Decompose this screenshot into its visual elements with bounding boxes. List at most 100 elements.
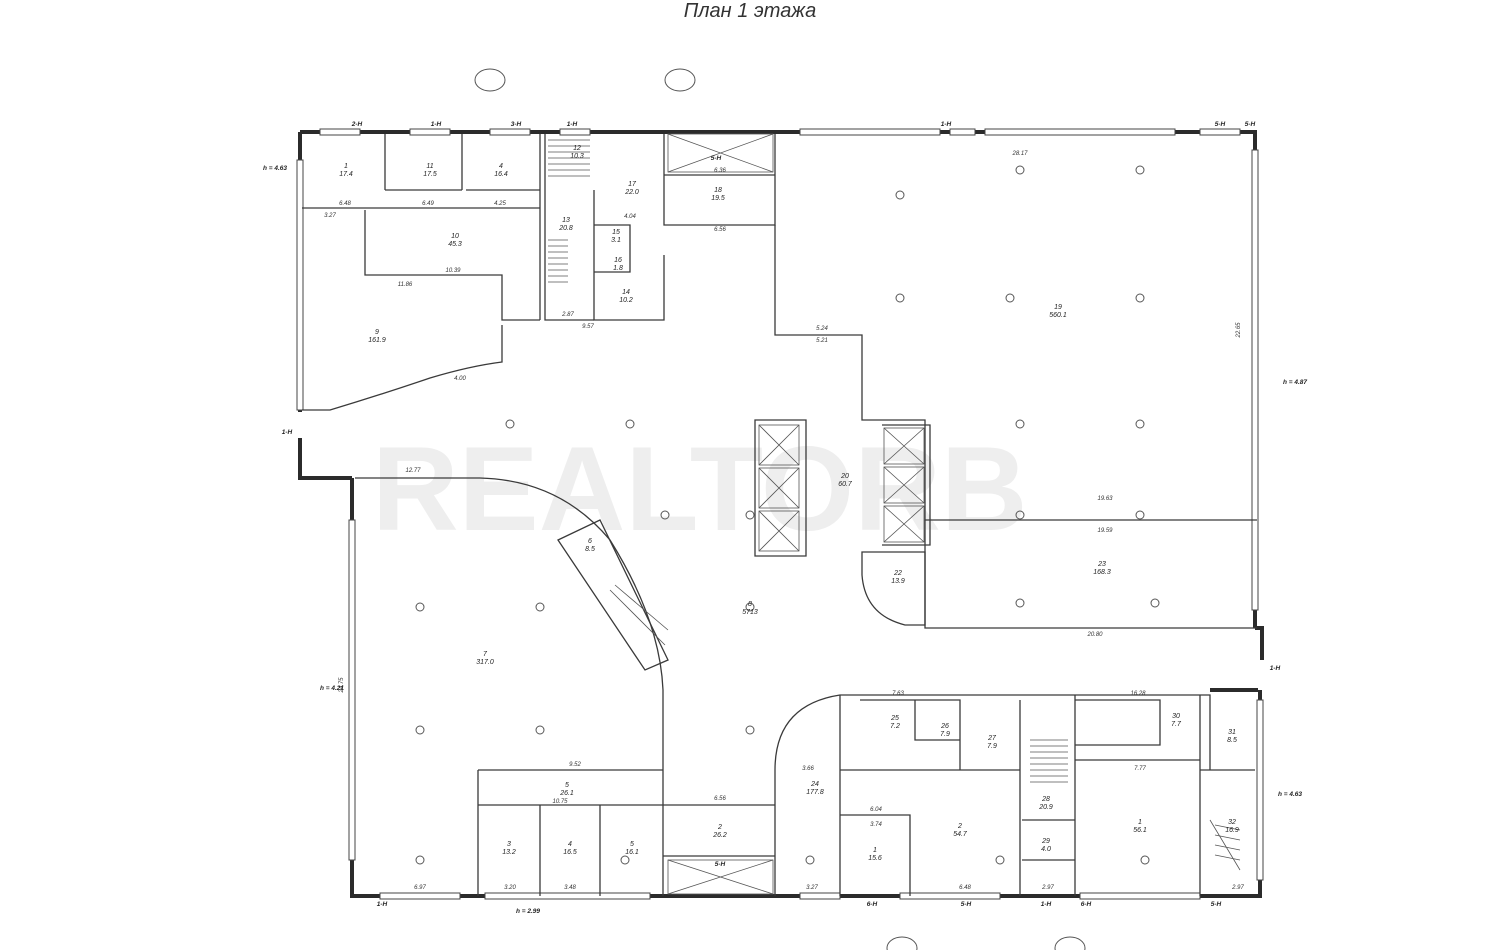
dimension-label: 3.20 [504,885,516,891]
room-number: 13 [562,217,570,224]
dimension-label: 20.80 [1086,632,1103,638]
room-number: 26 [940,723,949,730]
room-area: 7.2 [890,723,900,730]
room-number: 12 [573,145,581,152]
room-number: 27 [987,735,997,742]
room-area: 10.2 [619,297,633,304]
axis-mark: 5-Н [1211,901,1222,908]
axis-mark: 1-Н [941,121,952,128]
room-area: 10.3 [570,153,584,160]
room-area: 20.9 [1038,804,1053,811]
axis-mark: 2-Н [351,121,363,128]
room-number: 6 [588,538,592,545]
axis-mark: 1-Н [1270,665,1281,672]
dimension-label: 9.52 [569,762,581,768]
watermark: REALTORB [372,422,1028,556]
room-area: 56.1 [1133,827,1147,834]
dimension-label: 3.66 [802,766,814,772]
room-area: 13.9 [891,578,905,585]
room-area: 161.9 [368,337,386,344]
room-number: 29 [1041,838,1050,845]
room-number: 4 [499,163,503,170]
dimension-label: 3.27 [324,213,336,219]
dimension-label: 9.57 [582,324,594,330]
dimension-label: 16.28 [1130,691,1146,697]
room-number: 1 [344,163,348,170]
dimension-label: 2.97 [1041,885,1054,891]
outer-walls [296,128,1264,900]
room-area: 5713 [742,609,758,616]
height-labels: h = 4.63 h = 4.87 h = 4.21 h = 4.63 h = … [263,165,1307,915]
axis-mark: 5-Н [711,155,722,162]
dimension-label: 6.49 [422,201,434,207]
room-area: 26.2 [712,832,727,839]
room-area: 20.8 [558,225,573,232]
interior-walls [302,134,1257,896]
dimension-label: 19.63 [1097,496,1113,502]
axis-mark: 1-Н [567,121,578,128]
dimension-label: 10.75 [552,799,568,805]
elevator-shafts [667,133,925,895]
room-area: 54.7 [953,831,968,838]
room-area: 26.1 [559,790,574,797]
dimension-label: 2.97 [1231,885,1244,891]
dimension-label: 2.87 [561,312,574,318]
room-number: 4 [568,841,572,848]
axis-mark: 1-Н [377,901,388,908]
dimension-label: 4.00 [454,376,466,382]
room-area: 13.2 [502,849,516,856]
room-number: 3 [507,841,511,848]
room-number: 31 [1228,729,1236,736]
ceiling-lamps [415,165,1160,865]
dimension-label: 4.25 [494,201,506,207]
room-number: 5 [565,782,569,789]
dimension-label: 3.27 [806,885,818,891]
dimension-label: 10.39 [445,268,461,274]
dimension-label: 3.74 [870,822,882,828]
room-area: 4.0 [1041,846,1051,853]
marker-circle [664,68,696,92]
room-area: 8.5 [585,546,595,553]
dimension-label: 5.24 [816,326,828,332]
room-number: 2 [957,823,962,830]
room-area: 16.4 [494,171,508,178]
marker-circle [474,68,506,92]
room-number: 11 [426,163,433,170]
dimension-label: 5.21 [816,338,828,344]
room-area: 8.5 [1227,737,1237,744]
room-number: 1 [873,847,877,854]
room-number: 5 [630,841,634,848]
room-area: 1.8 [613,265,623,272]
dimension-labels: 28.17 22.65 19.63 19.59 20.80 12.77 24.7… [324,151,1244,891]
room-area: 177.8 [806,789,824,796]
room-area: 317.0 [476,659,494,666]
room-number: 9 [375,329,379,336]
axis-mark: 6-Н [1081,901,1092,908]
room-area: 7.7 [1171,721,1182,728]
room-number: 7 [483,651,488,658]
ceiling-height-label: h = 4.21 [320,685,344,692]
room-area: 168.3 [1093,569,1111,576]
ceiling-height-label: h = 4.63 [263,165,287,172]
room-area: 16.9 [1225,827,1239,834]
plan-title: План 1 этажа [683,0,817,22]
axis-mark: 5-Н [1245,121,1256,128]
axis-mark: 1-Н [282,429,293,436]
room-area: 17.5 [423,171,437,178]
room-number: 32 [1228,819,1236,826]
room-area: 7.9 [987,743,997,750]
axis-mark: 1-Н [1041,901,1052,908]
room-area: 7.9 [940,731,950,738]
room-number: 23 [1097,561,1106,568]
axis-marks: 2-Н 1-Н 3-Н 1-Н 5-Н 1-Н 5-Н 5-Н 1-Н 1-Н … [282,121,1281,908]
room-area: 60.7 [838,481,853,488]
dimension-label: 11.86 [398,282,413,288]
room-area: 19.5 [711,195,725,202]
ceiling-height-label: h = 2.99 [516,908,540,915]
room-area: 22.0 [624,189,639,196]
dimension-label: 7.63 [892,691,904,697]
dimension-label: 3.48 [564,885,576,891]
axis-mark: 5-Н [715,861,726,868]
room-number: 16 [614,257,622,264]
